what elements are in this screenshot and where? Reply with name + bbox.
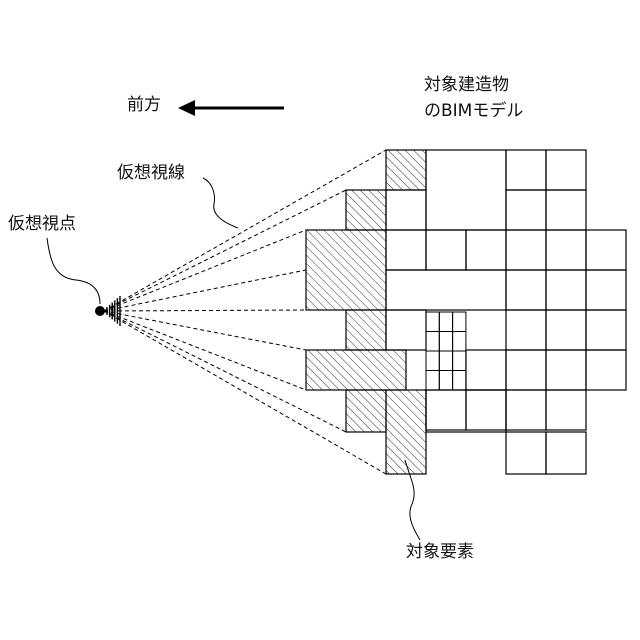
grid-cell <box>546 350 586 390</box>
grid-cell <box>546 270 586 310</box>
grid-cell <box>586 350 626 390</box>
grid-cell <box>426 230 466 270</box>
sight-line <box>104 311 386 474</box>
virtual-sight-lines <box>104 150 386 474</box>
inner-grid-cell <box>453 312 466 332</box>
grid-cell <box>506 150 546 190</box>
target-elements <box>306 150 426 474</box>
grid-cell <box>506 390 546 430</box>
grid-cell <box>586 270 626 310</box>
grid-cell <box>386 270 506 310</box>
viewpoint-dot <box>95 306 105 316</box>
grid-cell <box>506 310 546 350</box>
grid-cell <box>506 270 546 310</box>
target-element-block <box>306 230 386 310</box>
sight-line <box>104 311 306 390</box>
target-element-block <box>346 310 386 350</box>
grid-cell <box>386 310 426 350</box>
grid-cell <box>546 230 586 270</box>
grid-cell <box>386 230 426 270</box>
target-element-block <box>346 390 386 432</box>
inner-grid-cell <box>453 332 466 352</box>
grid-cell <box>586 230 626 270</box>
grid-cell <box>426 390 466 430</box>
viewpoint <box>95 296 120 326</box>
grid-cell <box>426 150 506 230</box>
forward-arrow <box>178 100 284 116</box>
grid-cell <box>546 390 586 430</box>
grid-cell <box>546 310 586 350</box>
grid-cell <box>506 350 546 390</box>
grid-cell <box>506 230 546 270</box>
grid-cell <box>386 190 426 230</box>
sight-line <box>104 311 306 350</box>
sight-line <box>104 270 306 311</box>
grid-cell <box>466 230 506 270</box>
inner-grid-cell <box>439 312 452 332</box>
grid-cell <box>506 190 546 230</box>
leader-virtual-sight-line <box>203 178 238 228</box>
target-model-label-line1: 対象建造物 <box>424 74 509 96</box>
inner-grid-cell <box>439 332 452 352</box>
target-element-block <box>386 390 426 474</box>
virtual-sight-line-label: 仮想視線 <box>117 162 185 184</box>
target-model-label-line2: のBIMモデル <box>424 100 523 122</box>
inner-grid-cell <box>426 371 439 391</box>
inner-grid-cell <box>439 371 452 391</box>
sight-line <box>104 310 306 311</box>
target-element-block <box>306 350 406 390</box>
inner-grid-cell <box>426 351 439 371</box>
grid-cell <box>546 150 586 190</box>
forward-label: 前方 <box>127 94 161 116</box>
inner-grid-cell <box>453 351 466 371</box>
grid-cell <box>466 350 506 390</box>
inner-grid-cell <box>426 332 439 352</box>
sight-line <box>104 230 306 311</box>
inner-grid-cell <box>453 371 466 391</box>
virtual-viewpoint-label: 仮想視点 <box>8 213 76 235</box>
target-element-block <box>386 150 426 190</box>
grid-cell <box>546 190 586 230</box>
leader-virtual-viewpoint <box>47 238 100 304</box>
target-element-block <box>346 190 386 230</box>
inner-grid-cell <box>426 312 439 332</box>
grid-cell <box>586 310 626 350</box>
inner-grid-cell <box>439 351 452 371</box>
grid-cell <box>466 390 506 430</box>
target-element-label: 対象要素 <box>406 541 474 563</box>
grid-cell <box>506 432 546 474</box>
grid-cell <box>546 432 586 474</box>
inner-grid <box>426 312 466 390</box>
